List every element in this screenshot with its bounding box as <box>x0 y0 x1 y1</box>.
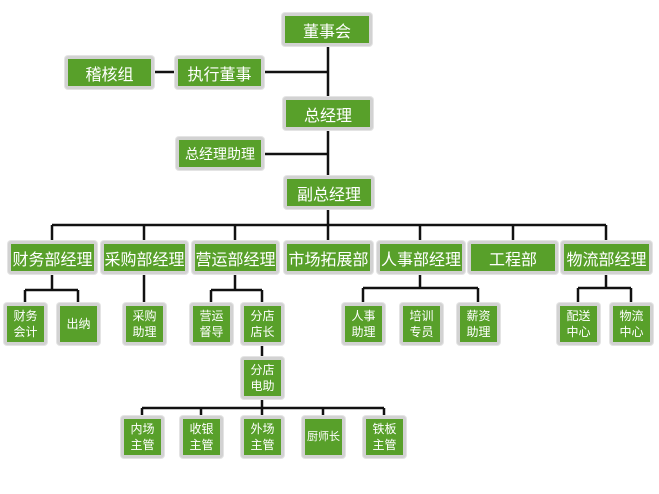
node-payroll-assistant: 薪资助理 <box>457 303 500 345</box>
node-ops-supervisor: 营运督导 <box>190 303 233 345</box>
node-general-manager: 总经理 <box>283 97 373 130</box>
node-operations-manager: 营运部经理 <box>192 241 279 274</box>
node-accountant: 财务会计 <box>4 303 47 345</box>
node-kitchen-supervisor: 内场主管 <box>121 416 164 458</box>
node-teppanyaki-supervisor: 铁板主管 <box>363 416 406 458</box>
node-store-assistant: 分店电助 <box>241 357 284 399</box>
node-floor-supervisor: 外场主管 <box>241 416 284 458</box>
node-marketing-dept: 市场拓展部 <box>284 241 373 274</box>
node-cashier-supervisor: 收银主管 <box>180 416 223 458</box>
node-deputy-gm: 副总经理 <box>284 176 374 209</box>
node-hr-manager: 人事部经理 <box>377 241 465 274</box>
node-head-chef: 厨师长 <box>302 416 345 458</box>
node-engineering-dept: 工程部 <box>468 241 558 274</box>
node-distribution-center: 配送中心 <box>557 303 600 345</box>
node-logistics-manager: 物流部经理 <box>561 241 652 274</box>
node-cashier: 出纳 <box>57 303 100 345</box>
node-hr-assistant: 人事助理 <box>342 303 385 345</box>
node-audit-group: 稽核组 <box>65 56 154 89</box>
node-purchasing-assistant: 采购助理 <box>123 303 166 345</box>
node-finance-manager: 财务部经理 <box>8 241 97 274</box>
node-logistics-center: 物流中心 <box>610 303 653 345</box>
node-gm-assistant: 总经理助理 <box>176 137 264 170</box>
node-training-specialist: 培训专员 <box>400 303 443 345</box>
node-store-manager: 分店店长 <box>241 303 284 345</box>
node-purchasing-manager: 采购部经理 <box>101 241 188 274</box>
node-board: 董事会 <box>282 13 372 46</box>
node-executive-director: 执行董事 <box>175 56 264 89</box>
